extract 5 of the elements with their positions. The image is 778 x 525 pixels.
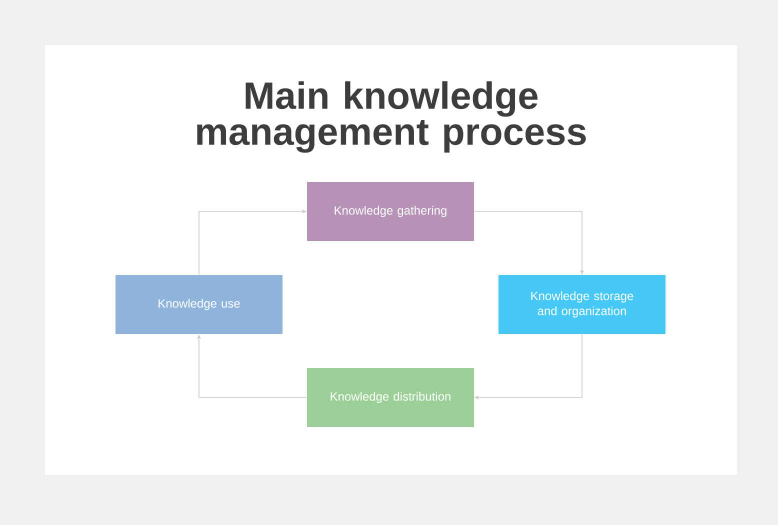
title: Main knowledge management process xyxy=(197,81,586,153)
process-box: Knowledge distribution xyxy=(307,368,474,427)
process-box: Knowledge gathering xyxy=(307,182,474,241)
process-box: Knowledge use xyxy=(116,275,282,334)
process-box: Knowledge storage and organization xyxy=(498,275,666,334)
